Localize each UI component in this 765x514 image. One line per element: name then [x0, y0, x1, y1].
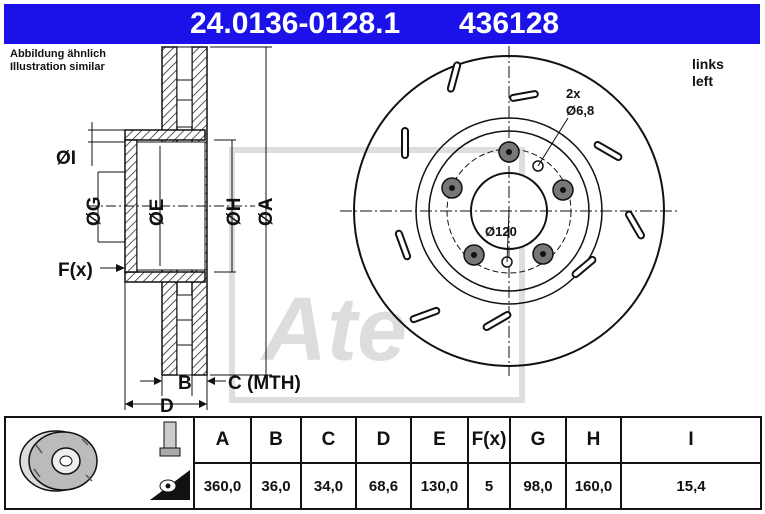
col-h-value: 160,0: [565, 462, 622, 510]
bolt-icon: [149, 421, 190, 500]
disc-thumbnail: [4, 416, 146, 510]
disc-side-view: [88, 46, 272, 410]
similar-note-en: Illustration similar: [10, 61, 105, 73]
col-i-header: I: [620, 416, 762, 464]
spec-header-row: A B C D E F(x) G H I: [4, 416, 762, 510]
side-label-de: links: [692, 56, 724, 72]
title-bar: 24.0136-0128.1 436128: [4, 4, 760, 44]
dim-b-label: B: [178, 373, 192, 394]
side-label: links left: [692, 56, 724, 90]
bolt-thumbnail: [146, 416, 195, 510]
ref-number: 436128: [459, 7, 560, 40]
col-b-value: 36,0: [250, 462, 302, 510]
dim-d-label: D: [160, 396, 174, 416]
dim-e-label: ØE: [147, 199, 168, 226]
side-label-en: left: [692, 73, 713, 89]
holes-count-label: 2x: [566, 86, 581, 101]
dim-f-label: F(x): [58, 260, 93, 281]
similar-note-de: Abbildung ähnlich: [10, 48, 106, 60]
part-number: 24.0136-0128.1: [190, 7, 401, 40]
col-e-header: E: [410, 416, 469, 464]
col-a-value: 360,0: [193, 462, 252, 510]
ate-watermark: Ate: [229, 147, 525, 403]
col-g-value: 98,0: [509, 462, 567, 510]
similar-note: Abbildung ähnlich Illustration similar: [10, 48, 106, 74]
pcd-label: Ø120: [485, 224, 517, 239]
col-a-header: A: [193, 416, 252, 464]
col-i-value: 15,4: [620, 462, 762, 510]
col-d-value: 68,6: [355, 462, 412, 510]
dim-g-label: ØG: [84, 196, 105, 226]
col-d-header: D: [355, 416, 412, 464]
brake-disc-icon: [19, 430, 98, 492]
col-c-header: C: [300, 416, 357, 464]
svg-text:Ate: Ate: [260, 280, 407, 380]
screw-icon: [149, 470, 190, 500]
dim-h-label: ØH: [224, 198, 245, 227]
col-g-header: G: [509, 416, 567, 464]
holes-dia-label: Ø6,8: [566, 103, 594, 118]
dim-a-label: ØA: [256, 197, 277, 226]
dim-c-label: C (MTH): [228, 373, 301, 394]
technical-drawing: Ate: [56, 46, 678, 416]
col-b-header: B: [250, 416, 302, 464]
col-f-value: 5: [467, 462, 511, 510]
spec-value-row: 360,0 36,0 34,0 68,6 130,0 5 98,0 160,0 …: [5, 462, 762, 510]
col-f-header: F(x): [467, 416, 511, 464]
col-h-header: H: [565, 416, 622, 464]
spec-table: A B C D E F(x) G H I 360,0 36,0 34,0 68,…: [4, 416, 762, 510]
col-e-value: 130,0: [410, 462, 469, 510]
disc-front-view: [340, 46, 678, 376]
dim-i-label: ØI: [56, 148, 76, 169]
col-c-value: 34,0: [300, 462, 357, 510]
